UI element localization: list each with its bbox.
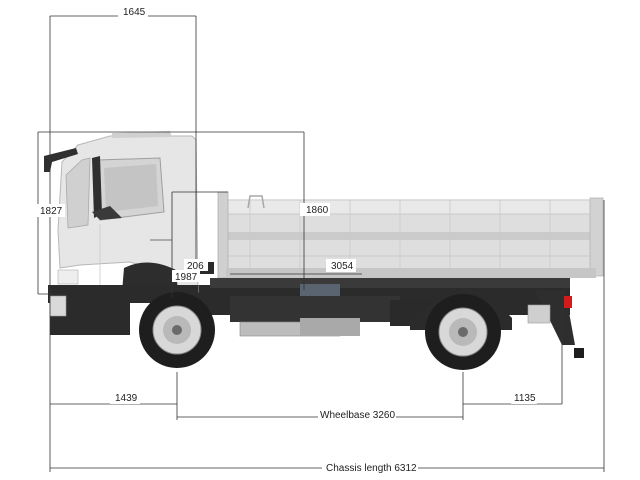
dim-cab-length: 1645 [123,7,146,18]
rear-wheel [410,293,512,370]
cab [44,131,214,335]
dim-front-overhang: 1439 [115,393,138,404]
dim-body-length: 3054 [331,261,354,272]
tipper-body [217,191,604,279]
chassis-frame [150,278,584,358]
front-wheel [139,292,215,368]
dim-chassis-height-a: 206 [187,261,204,272]
dim-cab-height: 1827 [40,206,63,217]
dim-wheelbase: Wheelbase 3260 [320,410,395,421]
truck-illustration [44,131,604,370]
dimension-labels: 1645 1827 1860 206 1987 3054 1439 Wheelb… [37,5,537,474]
dim-chassis-length: Chassis length 6312 [326,463,417,474]
dim-chassis-height-b: 1987 [175,272,198,283]
dim-rear-overhang: 1135 [514,393,536,404]
dim-body-height: 1860 [306,205,329,216]
